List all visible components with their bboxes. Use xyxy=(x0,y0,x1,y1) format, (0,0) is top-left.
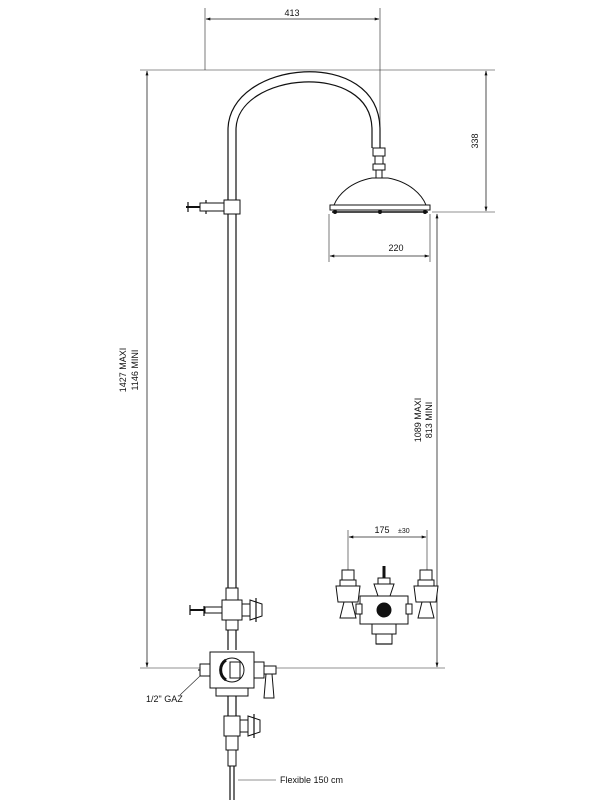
dimension-220-label: 220 xyxy=(388,243,403,253)
dimension-column-height: 1427 MAXI 1146 MINI xyxy=(118,70,210,669)
column-valve-upper xyxy=(189,587,263,650)
wall-bracket xyxy=(186,199,241,215)
dimension-413: 413 xyxy=(204,8,381,150)
dimension-175-label: 175 xyxy=(374,525,389,535)
dimension-220: 220 xyxy=(328,214,431,262)
dimension-813-label: 813 MINI xyxy=(424,402,434,439)
dimension-1146-label: 1146 MINI xyxy=(130,350,140,391)
flexible-hose-label: Flexible 150 cm xyxy=(280,775,343,785)
dimension-175-tolerance: ±30 xyxy=(398,528,410,535)
shower-head xyxy=(329,177,431,214)
dimension-1427-label: 1427 MAXI xyxy=(118,348,128,393)
thermostatic-mixer xyxy=(198,651,277,699)
dimension-338-label: 338 xyxy=(470,133,480,148)
riser-pipe xyxy=(227,71,386,590)
valve-assembly-detail: 175 ±30 xyxy=(335,525,439,645)
flexible-hose-callout: Flexible 150 cm xyxy=(238,775,343,785)
column-valve-lower xyxy=(223,696,261,800)
dimension-1089-label: 1089 MAXI xyxy=(413,398,423,443)
dimension-413-label: 413 xyxy=(284,8,299,18)
gas-inlet-callout: 1/2" GAZ xyxy=(146,675,201,704)
dimension-338: 338 xyxy=(140,69,495,213)
gas-inlet-label: 1/2" GAZ xyxy=(146,694,183,704)
